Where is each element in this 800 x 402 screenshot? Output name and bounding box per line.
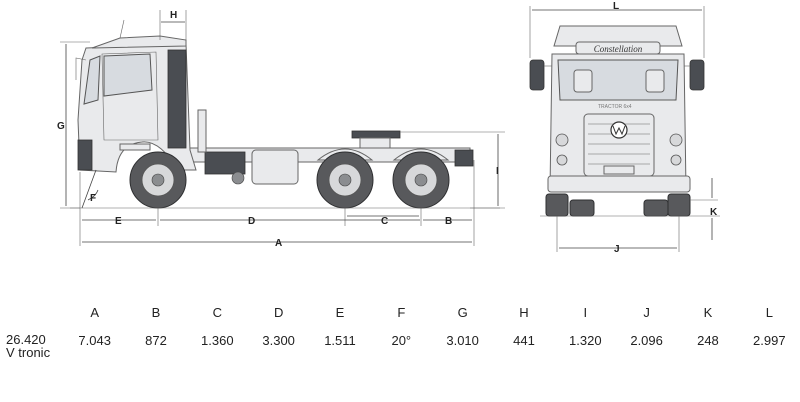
brand-script: Constellation [594, 44, 643, 54]
value-f: 20° [391, 333, 412, 348]
air-tank [231, 171, 245, 185]
roof-deflector [91, 35, 187, 49]
plate-area [603, 165, 635, 175]
header-i: I [583, 305, 588, 320]
value-e: 1.511 [324, 333, 356, 348]
vw-logo-icon [610, 121, 628, 139]
value-d: 3.300 [262, 333, 295, 348]
dim-label-d: D [248, 216, 255, 227]
headlight-left [555, 133, 569, 147]
dim-label-g: G [57, 121, 65, 132]
antenna [119, 19, 125, 39]
dim-f-line [81, 169, 97, 209]
header-f: F [397, 305, 406, 320]
mirror-left [529, 59, 545, 91]
header-e: E [335, 305, 345, 320]
truck-dimension-drawing: G H I F E D C B A [57, 1, 720, 255]
cab-badge: TRACTOR 6x4 [598, 104, 632, 110]
value-b: 872 [145, 333, 167, 348]
side-view: G H I F E D C B A [57, 10, 505, 249]
dim-label-h: H [170, 10, 177, 21]
header-h: H [519, 305, 529, 320]
dim-label-c: C [381, 216, 388, 227]
value-i: 1.320 [569, 333, 602, 348]
header-l: L [765, 305, 773, 320]
rear-light-bracket [454, 149, 474, 167]
cab-step [119, 143, 151, 151]
mirror-right [689, 59, 705, 91]
fifth-wheel [351, 130, 401, 139]
fifth-wheel-base [359, 137, 391, 149]
foglight-left [556, 154, 568, 166]
header-a: A [90, 305, 99, 320]
value-c: 1.360 [201, 333, 234, 348]
dim-label-f: F [90, 193, 96, 204]
cab-rear-panel [167, 49, 187, 149]
dim-label-e: E [115, 216, 122, 227]
header-b: B [151, 305, 161, 320]
rear-tire-left [569, 199, 595, 217]
headlight-right [669, 133, 683, 147]
header-k: K [703, 305, 713, 320]
value-g: 3.010 [446, 333, 479, 348]
exhaust-stack [197, 109, 207, 153]
header-d: D [273, 305, 284, 320]
dim-label-b: B [445, 216, 452, 227]
value-l: 2.997 [753, 333, 786, 348]
value-k: 248 [697, 333, 719, 348]
front-view: Constellation TRACTOR 6x4 [529, 1, 720, 255]
value-h: 441 [513, 333, 535, 348]
side-window [103, 53, 153, 97]
door-outline [101, 51, 159, 141]
front-roof-deflector [553, 25, 683, 47]
front-tire-left [545, 193, 569, 217]
header-c: C [212, 305, 223, 320]
spec-header-row: A B C D E F G H I J K L [0, 305, 800, 333]
dim-label-i: I [496, 166, 499, 177]
dim-label-l: L [613, 1, 619, 12]
dim-label-a: A [275, 238, 282, 249]
windshield [83, 55, 101, 105]
dim-label-j: J [614, 244, 620, 255]
mirror-arm [75, 57, 87, 80]
front-tire-right [667, 193, 691, 217]
value-a: 7.043 [78, 333, 111, 348]
battery-box [204, 151, 246, 175]
dim-label-k: K [710, 207, 718, 218]
front-bumper-face [547, 175, 691, 193]
header-j: J [643, 305, 650, 320]
header-g: G [457, 305, 468, 320]
fuel-tank [251, 149, 299, 185]
value-j: 2.096 [630, 333, 663, 348]
foglight-right [670, 154, 682, 166]
rear-tire-right [643, 199, 669, 217]
front-bumper [77, 139, 93, 171]
